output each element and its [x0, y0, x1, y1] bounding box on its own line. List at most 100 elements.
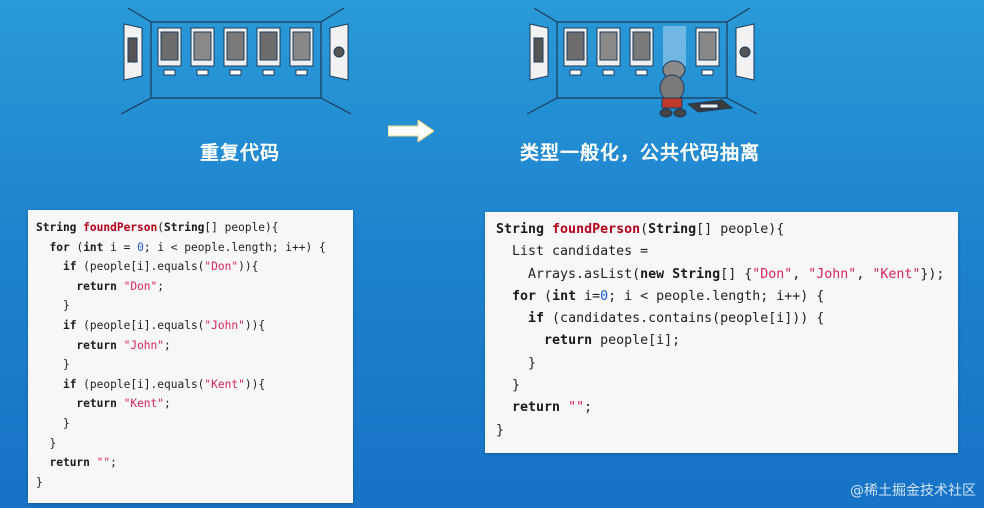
code-token: String: [672, 266, 721, 282]
code-token: )){: [238, 260, 259, 274]
code-token: [] people){: [696, 222, 785, 237]
code-token: int: [552, 288, 577, 304]
code-token: "Don": [123, 279, 158, 293]
code-line: }: [496, 420, 958, 442]
code-token: [36, 456, 49, 469]
code-token: for: [49, 240, 70, 254]
code-token: }: [496, 355, 537, 371]
caption-generalized-code: 类型一般化，公共代码抽离: [520, 142, 761, 164]
code-token: ;: [584, 400, 593, 416]
code-token: }: [496, 422, 505, 438]
code-line: }: [496, 375, 958, 397]
code-token: return: [76, 338, 117, 352]
gallery-refactored-illustration: [526, 8, 758, 118]
code-token: (people[i].equals(: [76, 377, 205, 391]
code-line: }: [36, 473, 353, 493]
code-token: [664, 267, 672, 282]
code-token: [496, 289, 512, 304]
watermark: @稀土掘金技术社区: [850, 483, 976, 499]
code-token: [36, 260, 63, 273]
code-line: }: [36, 434, 353, 454]
right-arrow-icon: [388, 120, 434, 142]
code-line: return "";: [36, 453, 353, 473]
code-token: i =: [103, 240, 138, 254]
code-token: "Don": [752, 266, 793, 282]
code-token: [36, 397, 76, 410]
code-token: String: [648, 222, 697, 237]
code-line: Arrays.asList(new String[] {"Don", "John…: [496, 264, 958, 286]
code-token: foundPerson: [83, 221, 158, 234]
code-token: [] people){: [204, 221, 279, 234]
code-line: if (people[i].equals("Don")){: [36, 257, 353, 277]
code-line: if (people[i].equals("John")){: [36, 316, 353, 336]
code-token: ,: [792, 266, 809, 282]
code-token: "Don": [204, 260, 239, 274]
code-token: String: [164, 221, 205, 234]
code-token: i=: [576, 288, 601, 304]
code-token: Arrays.asList(: [496, 266, 641, 282]
code-token: 0: [600, 288, 609, 304]
code-line: List candidates =: [496, 241, 958, 263]
code-token: });: [920, 266, 945, 282]
code-line: }: [36, 296, 353, 316]
code-token: ,: [856, 266, 873, 282]
code-token: String: [496, 222, 553, 237]
code-token: int: [83, 240, 104, 254]
code-line: for (int i = 0; i < people.length; i++) …: [36, 238, 353, 258]
code-token: }: [36, 416, 70, 430]
code-token: return: [512, 400, 561, 416]
code-token: ; i < people.length; i++) {: [608, 288, 825, 304]
code-line: if (people[i].equals("Kent")){: [36, 375, 353, 395]
code-token: }: [36, 475, 43, 489]
code-token: [117, 280, 124, 293]
code-line: return "";: [496, 397, 958, 419]
code-token: (: [640, 222, 649, 237]
code-token: ;: [164, 338, 171, 352]
code-token: )){: [244, 377, 266, 391]
code-line: for (int i=0; i < people.length; i++) {: [496, 286, 958, 308]
code-line: if (candidates.contains(people[i])) {: [496, 308, 958, 330]
code-token: (people[i].equals(: [76, 318, 205, 332]
code-token: "Kent": [123, 397, 165, 411]
code-token: "John": [204, 318, 245, 332]
code-token: (people[i].equals(: [76, 260, 205, 274]
code-block-refactored: String foundPerson(String[] people){ Lis…: [485, 212, 958, 453]
code-token: [36, 280, 76, 293]
code-token: return: [544, 333, 593, 349]
code-line: return "Don";: [36, 277, 353, 297]
code-line: return people[i];: [496, 330, 958, 352]
code-token: for: [512, 288, 537, 304]
code-block-duplicate: String foundPerson(String[] people){ for…: [28, 210, 353, 503]
code-token: [] {: [720, 266, 753, 282]
code-token: people[i];: [592, 333, 681, 349]
code-token: new: [640, 266, 665, 282]
code-line: }: [496, 353, 958, 375]
code-token: "": [96, 456, 111, 470]
code-token: if: [62, 318, 77, 332]
code-token: return: [76, 279, 117, 293]
code-line: String foundPerson(String[] people){: [496, 219, 958, 241]
code-token: [496, 333, 544, 348]
code-line: return "John";: [36, 336, 353, 356]
code-token: if: [62, 377, 77, 391]
code-token: [90, 456, 97, 469]
code-token: }: [36, 358, 70, 372]
code-token: [36, 241, 49, 254]
code-token: "John": [123, 338, 165, 352]
code-token: return: [76, 397, 117, 411]
code-token: 0: [137, 240, 144, 254]
code-line: }: [36, 355, 353, 375]
code-token: ;: [157, 279, 165, 293]
code-token: (: [69, 240, 84, 254]
code-line: return "Kent";: [36, 394, 353, 414]
code-token: "Kent": [872, 266, 921, 282]
gallery-duplicate-illustration: [120, 8, 352, 115]
code-token: ; i < people.length; i++) {: [143, 240, 326, 254]
side-frame-right: [329, 23, 349, 81]
code-token: [117, 339, 124, 352]
code-token: "Kent": [204, 377, 245, 391]
code-token: (: [157, 221, 164, 234]
code-token: [496, 400, 512, 415]
code-token: ;: [110, 456, 117, 470]
paintings: [157, 27, 314, 76]
